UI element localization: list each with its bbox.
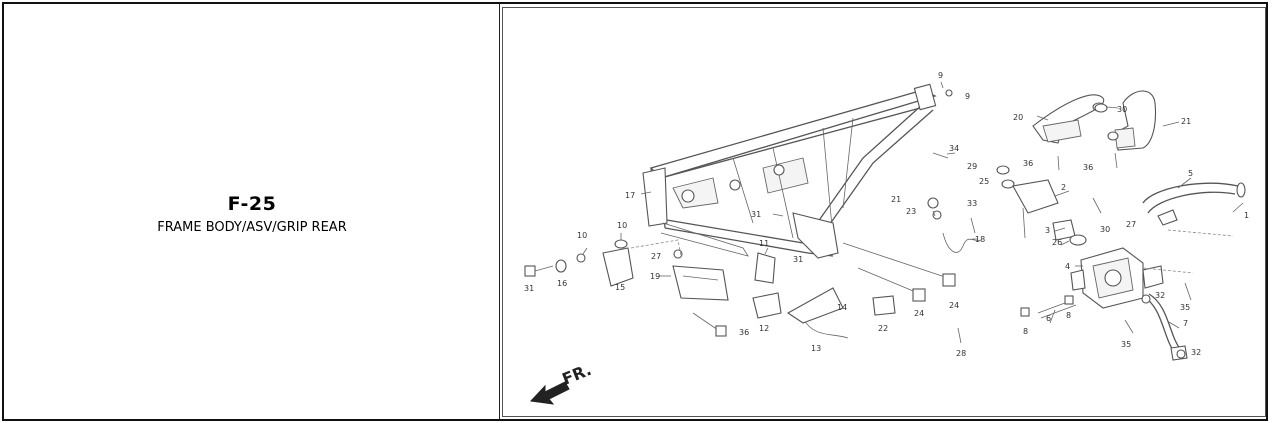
part-label-28: 28 [956, 349, 966, 358]
part-label-32a: 32 [1155, 291, 1165, 300]
part-label-32b: 32 [1191, 348, 1201, 357]
part-label-35b: 35 [1121, 340, 1131, 349]
part-label-1: 1 [1244, 211, 1249, 220]
part-label-2: 2 [1061, 183, 1066, 192]
front-direction-label: FR. [559, 360, 594, 389]
part-label-9a: 9 [938, 71, 943, 80]
part-label-20: 20 [1013, 113, 1023, 122]
part-label-34: 34 [949, 144, 959, 153]
part-label-36c: 36 [739, 328, 749, 337]
part-label-6: 6 [1046, 314, 1051, 323]
part-label-24a: 24 [914, 309, 924, 318]
diagram-canvas: 1 2 3 4 5 6 7 8 8 9 9 10 10 11 12 13 14 … [524, 71, 1249, 405]
part-label-10a: 10 [577, 231, 587, 240]
part-label-16: 16 [557, 279, 567, 288]
part-label-23: 23 [906, 207, 916, 216]
part-label-22: 22 [878, 324, 888, 333]
part-label-27a: 27 [651, 252, 661, 261]
section-info-panel: F-25 FRAME BODY/ASV/GRIP REAR [4, 4, 500, 419]
part-label-7: 7 [1183, 319, 1188, 328]
leader-lines [582, 81, 1244, 329]
part-label-36b: 36 [1083, 163, 1093, 172]
part-label-12: 12 [759, 324, 769, 333]
part-label-3: 3 [1045, 226, 1050, 235]
part-label-5: 5 [1188, 169, 1193, 178]
part-label-10b: 10 [617, 221, 627, 230]
part-label-36a: 36 [1023, 159, 1033, 168]
part-number-labels: 1 2 3 4 5 6 7 8 8 9 9 10 10 11 12 13 14 … [524, 71, 1249, 358]
part-label-19: 19 [650, 272, 660, 281]
part-label-33: 33 [967, 199, 977, 208]
part-label-24b: 24 [949, 301, 959, 310]
part-label-21a: 21 [1181, 117, 1191, 126]
part-label-9b: 9 [965, 92, 970, 101]
part-label-18: 18 [975, 235, 985, 244]
part-label-30b: 30 [1100, 225, 1110, 234]
part-label-31b: 31 [751, 210, 761, 219]
section-title: FRAME BODY/ASV/GRIP REAR [157, 220, 347, 235]
part-label-27b: 27 [1126, 220, 1136, 229]
part-label-13: 13 [811, 344, 821, 353]
part-label-26: 26 [1052, 238, 1062, 247]
front-arrow-icon [529, 381, 570, 405]
front-direction-indicator: FR. [529, 360, 594, 405]
small-parts-drawing [524, 89, 1234, 359]
part-label-11: 11 [759, 239, 769, 248]
part-label-30a: 30 [1117, 105, 1127, 114]
part-label-17: 17 [625, 191, 635, 200]
part-label-15: 15 [615, 283, 625, 292]
part-label-8a: 8 [1023, 327, 1028, 336]
section-code: F-25 [227, 193, 277, 215]
exploded-parts-diagram: 1 2 3 4 5 6 7 8 8 9 9 10 10 11 12 13 14 … [502, 7, 1266, 417]
part-label-8b: 8 [1066, 311, 1071, 320]
part-label-29: 29 [967, 162, 977, 171]
part-label-31c: 31 [793, 255, 803, 264]
part-label-4: 4 [1065, 262, 1070, 271]
frame-body-drawing [642, 83, 937, 259]
part-label-14: 14 [837, 303, 847, 312]
grip-rear-drawing [1032, 90, 1157, 151]
part-label-21b: 21 [891, 195, 901, 204]
part-label-25: 25 [979, 177, 989, 186]
part-label-31a: 31 [524, 284, 534, 293]
part-label-35a: 35 [1180, 303, 1190, 312]
